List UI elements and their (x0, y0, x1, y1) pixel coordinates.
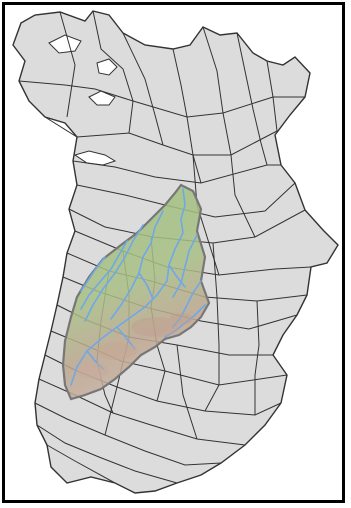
terrain-shading (77, 313, 193, 379)
us-rotated-map (12, 10, 339, 494)
great-lake-2 (88, 90, 116, 106)
river-network (70, 188, 206, 386)
great-lake-3 (48, 34, 82, 54)
map-frame (2, 2, 345, 503)
great-lake-4 (96, 58, 118, 76)
